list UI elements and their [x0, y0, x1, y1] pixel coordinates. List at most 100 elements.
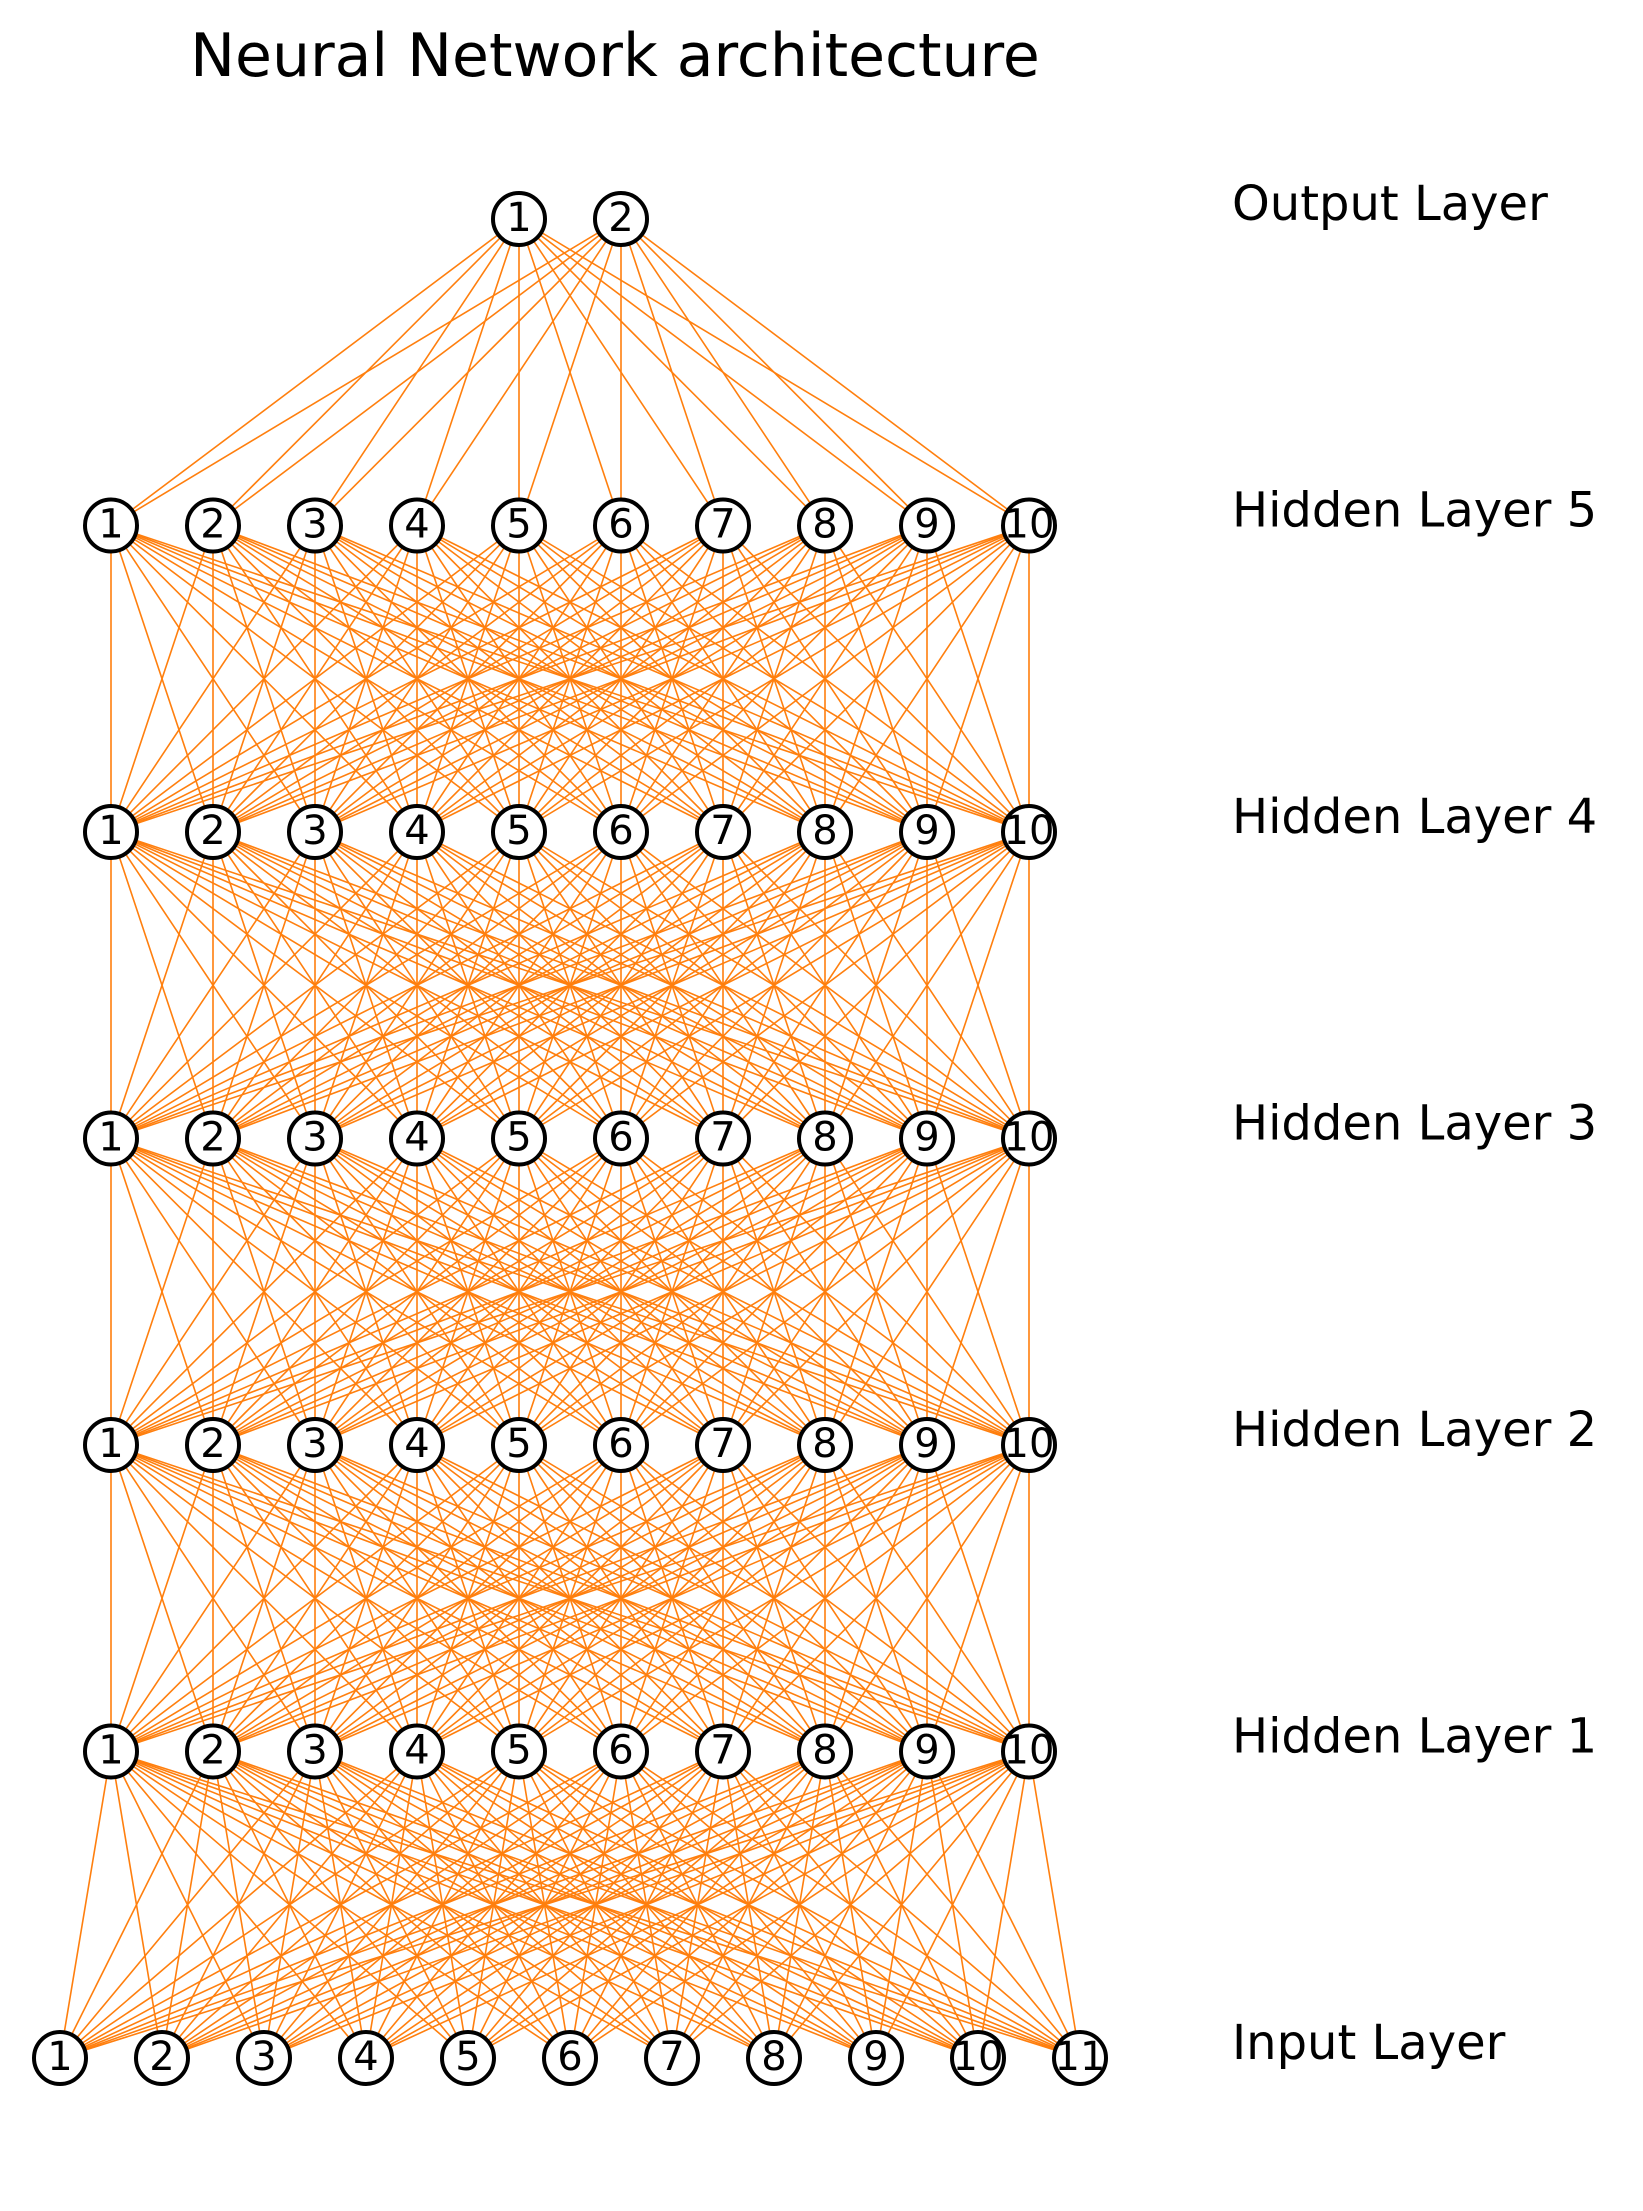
edge-l3n8-l4n1	[110, 831, 826, 1140]
node-layer1-6: 6	[593, 1723, 649, 1780]
edge-l4n10-l5n2	[212, 524, 1030, 833]
edge-l4n2-l5n1	[110, 525, 214, 833]
edge-l5n10-l6n2	[620, 218, 1030, 527]
node-layer0-7: 7	[644, 2030, 700, 2086]
node-circle	[899, 804, 955, 860]
node-circle	[899, 497, 955, 554]
node-layer5-8: 8	[797, 497, 853, 554]
node-label: 6	[608, 1728, 633, 1774]
node-circle	[236, 2030, 292, 2086]
node-label: 10	[1004, 808, 1055, 854]
node-layer3-4: 4	[389, 1110, 445, 1167]
node-label: 7	[710, 1728, 735, 1774]
node-label: 1	[47, 2034, 72, 2080]
edge-l5n8-l6n1	[518, 218, 826, 527]
edge-l2n2-l3n1	[110, 1138, 214, 1446]
node-circle	[491, 804, 547, 860]
node-layer5-4: 4	[389, 497, 445, 554]
edge-l0n11-l1n8	[824, 1750, 1081, 2059]
node-layer3-10: 10	[1001, 1110, 1057, 1167]
edge-l1n7-l2n1	[110, 1444, 724, 1753]
node-circle	[797, 1110, 853, 1167]
node-layer1-10: 10	[1001, 1723, 1057, 1780]
edge-l0n2-l1n1	[110, 1751, 163, 2059]
edge-l0n1-l1n1	[59, 1751, 112, 2059]
edge-l1n4-l2n1	[110, 1444, 418, 1753]
node-label: 2	[608, 195, 633, 241]
edge-l4n5-l5n1	[110, 524, 520, 833]
node-label: 9	[914, 808, 939, 854]
node-label: 1	[98, 1115, 123, 1161]
node-label: 6	[608, 502, 633, 548]
node-layer4-1: 1	[83, 804, 139, 860]
edge-l2n7-l3n1	[110, 1137, 724, 1446]
node-layer0-10: 10	[950, 2030, 1006, 2086]
node-label: 4	[404, 808, 429, 854]
edge-l0n9-l1n1	[110, 1750, 877, 2059]
node-label: 3	[302, 1728, 327, 1774]
node-label: 2	[200, 1728, 225, 1774]
node-layer1-8: 8	[797, 1723, 853, 1780]
edge-l2n10-l3n8	[824, 1138, 1030, 1446]
node-circle	[389, 1110, 445, 1167]
node-circle	[287, 1723, 343, 1780]
node-label: 4	[404, 1728, 429, 1774]
node-layer3-7: 7	[695, 1110, 751, 1167]
edge-l2n3-l3n1	[110, 1138, 316, 1446]
node-circle	[83, 1110, 139, 1167]
edge-l0n11-l1n4	[416, 1750, 1081, 2059]
edge-l5n3-l6n1	[314, 218, 520, 526]
edge-l0n7-l1n1	[110, 1750, 673, 2059]
node-layer3-6: 6	[593, 1110, 649, 1167]
node-circle	[797, 1723, 853, 1780]
edge-l5n1-l6n1	[110, 218, 520, 527]
node-layer0-8: 8	[746, 2030, 802, 2086]
edge-l0n11-l1n6	[620, 1750, 1081, 2059]
edge-l1n5-l2n1	[110, 1444, 520, 1753]
node-label: 9	[914, 1728, 939, 1774]
node-layer2-9: 9	[899, 1417, 955, 1473]
edge-l3n5-l4n1	[110, 831, 520, 1140]
edges-group	[59, 218, 1081, 2059]
layer-label-3: Hidden Layer 3	[1232, 1096, 1597, 1152]
node-layer4-6: 6	[593, 804, 649, 860]
edge-l4n4-l5n1	[110, 524, 418, 833]
node-layer3-2: 2	[185, 1110, 241, 1167]
node-circle	[287, 1110, 343, 1167]
node-circle	[899, 1417, 955, 1473]
node-label: 7	[710, 1115, 735, 1161]
node-circle	[695, 1417, 751, 1473]
node-circle	[1001, 1110, 1057, 1167]
node-layer3-9: 9	[899, 1110, 955, 1167]
node-label: 1	[98, 502, 123, 548]
edge-l1n10-l2n2	[212, 1444, 1030, 1753]
node-layer0-3: 3	[236, 2030, 292, 2086]
node-label: 10	[1004, 1115, 1055, 1161]
edge-l3n10-l4n5	[518, 831, 1030, 1140]
edge-l4n10-l5n3	[314, 524, 1030, 833]
node-layer6-1: 1	[491, 191, 547, 247]
node-layer5-1: 1	[83, 497, 139, 554]
node-label: 9	[914, 502, 939, 548]
edge-l3n10-l4n9	[926, 831, 1030, 1139]
node-layer5-5: 5	[491, 497, 547, 554]
edge-l5n6-l6n1	[518, 218, 622, 526]
node-layer5-10: 10	[1001, 497, 1057, 554]
node-circle	[287, 1417, 343, 1473]
node-layer2-6: 6	[593, 1417, 649, 1473]
node-label: 3	[302, 808, 327, 854]
edge-l2n10-l3n7	[722, 1137, 1030, 1446]
node-circle	[83, 1417, 139, 1473]
node-circle	[389, 1723, 445, 1780]
node-circle	[1052, 2030, 1108, 2086]
edge-l3n10-l4n4	[416, 831, 1030, 1140]
edge-l2n10-l3n3	[314, 1137, 1030, 1446]
node-circle	[287, 804, 343, 860]
edge-l1n10-l2n4	[416, 1444, 1030, 1753]
node-layer4-5: 5	[491, 804, 547, 860]
node-circle	[695, 497, 751, 554]
node-circle	[83, 1723, 139, 1780]
node-layer5-9: 9	[899, 497, 955, 554]
edge-l4n8-l5n1	[110, 524, 826, 833]
